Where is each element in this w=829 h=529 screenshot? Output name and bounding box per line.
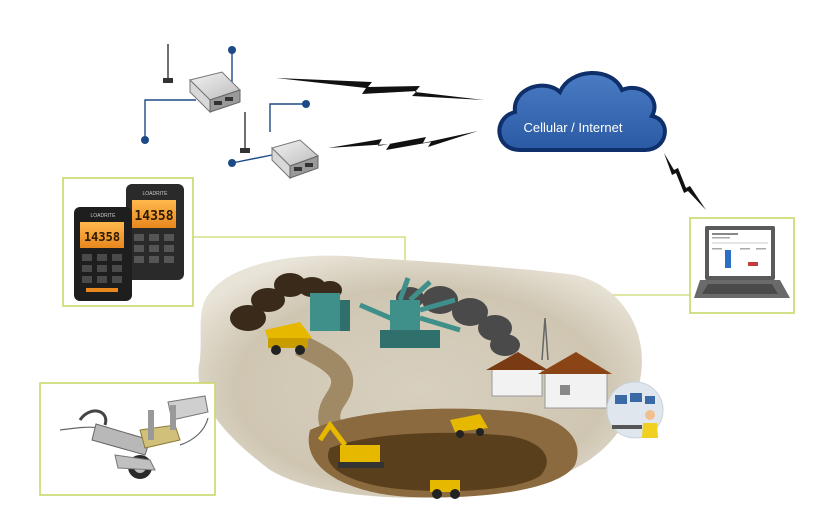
scale-brand-2: LOADRITE bbox=[142, 191, 168, 197]
cellular-modem-2 bbox=[228, 100, 319, 180]
load-sensor-hardware-icon bbox=[59, 395, 209, 479]
antenna-icon bbox=[240, 112, 250, 153]
scale-readout-2: 14358 bbox=[134, 209, 173, 224]
cloud-shape bbox=[497, 71, 667, 152]
pit-bench bbox=[328, 432, 547, 492]
lightning-bolt-icon bbox=[328, 131, 478, 150]
lightning-bolt-icon bbox=[664, 153, 706, 210]
cable-connector-dot bbox=[302, 100, 310, 108]
pit-truck bbox=[450, 414, 488, 438]
sensor-hardware-panel bbox=[39, 382, 216, 496]
loader-scale-indicator-icon: 14358 LOADRITE 14358 LOADRITE bbox=[74, 184, 184, 301]
scale-readout-1: 14358 bbox=[84, 230, 120, 244]
laptop-report-icon bbox=[694, 226, 790, 298]
laptop-panel bbox=[689, 217, 795, 314]
wireless-links bbox=[276, 78, 706, 210]
cellular-modem-icon bbox=[189, 71, 241, 114]
excavator bbox=[317, 420, 384, 468]
cable-connector-dot bbox=[228, 159, 236, 167]
scale-brand-1: LOADRITE bbox=[90, 213, 116, 219]
modem-2-cable-left bbox=[231, 154, 273, 164]
modem-1-cable-left bbox=[144, 99, 196, 140]
operator-control-room-icon bbox=[606, 381, 664, 439]
cellular-internet-cloud: Cellular / Internet bbox=[497, 71, 667, 152]
cable-connector-dot bbox=[141, 136, 149, 144]
antenna-icon bbox=[163, 44, 173, 83]
site-offices bbox=[486, 352, 612, 409]
quarry-site-illustration bbox=[198, 255, 642, 499]
scale-indicator-panel: 14358 LOADRITE 14358 LOADRITE bbox=[62, 177, 194, 307]
cellular-modem-1 bbox=[141, 44, 241, 144]
lightning-bolt-icon bbox=[276, 78, 484, 100]
processing-plant bbox=[310, 277, 461, 348]
cloud-label: Cellular / Internet bbox=[524, 120, 623, 135]
cellular-modem-icon bbox=[271, 139, 319, 180]
haul-truck bbox=[265, 322, 312, 355]
coal-stockpiles bbox=[230, 273, 342, 331]
comms-tower bbox=[541, 317, 549, 361]
wheel-loader bbox=[430, 480, 460, 499]
cable-connector-dot bbox=[228, 46, 236, 54]
modem-2-cable-up bbox=[269, 103, 306, 132]
